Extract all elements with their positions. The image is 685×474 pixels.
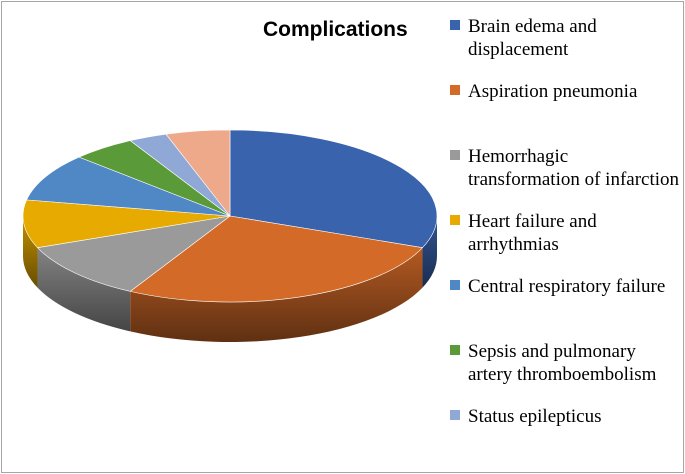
pie-slice-side-1 bbox=[130, 247, 423, 342]
pie-slice-4 bbox=[26, 156, 231, 217]
pie-slice-0 bbox=[229, 129, 438, 248]
pie-slice-side-2 bbox=[37, 247, 131, 332]
chart-title: Complications bbox=[263, 18, 408, 41]
pie-slice-2 bbox=[36, 215, 231, 292]
pie-slice-1 bbox=[129, 215, 424, 303]
pie-slice-side-3 bbox=[23, 216, 38, 288]
pie-slice-side-0 bbox=[422, 216, 437, 288]
pie-slice-3 bbox=[22, 199, 231, 248]
pie-slice-7 bbox=[165, 129, 231, 217]
